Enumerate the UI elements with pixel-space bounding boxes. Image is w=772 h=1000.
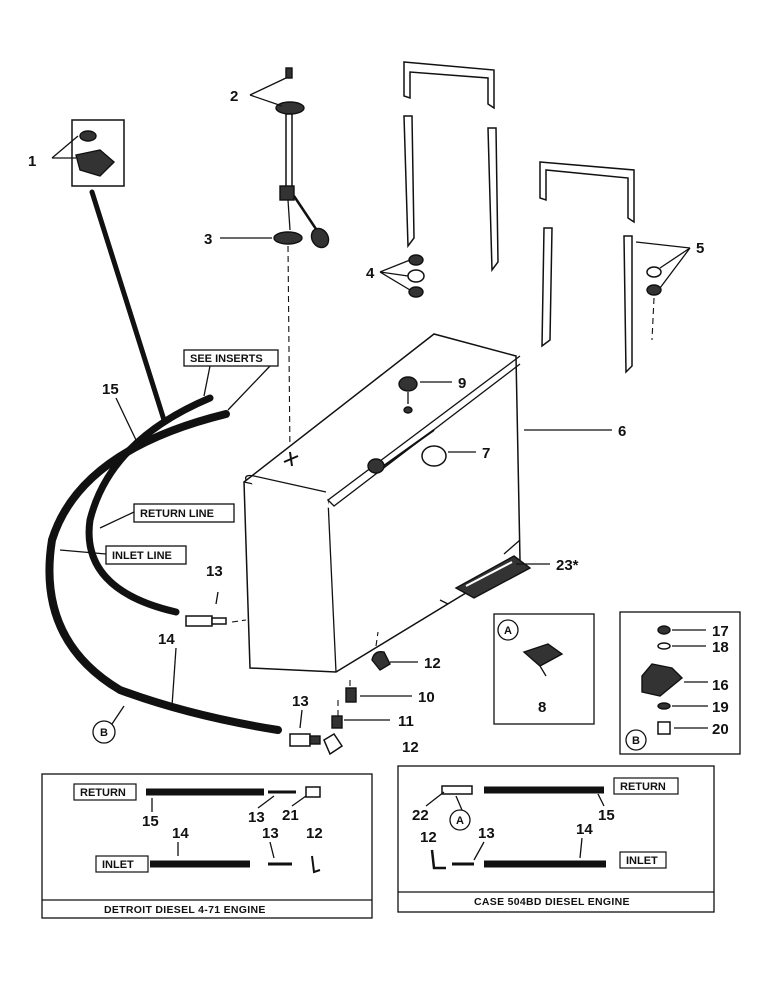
detroit-return-label: RETURN — [80, 787, 126, 799]
insert-b-panel: 17 18 16 19 20 B — [619, 611, 741, 755]
leader-2 — [249, 77, 287, 107]
callout-8: 8 — [538, 699, 546, 716]
callout-4: 4 — [366, 265, 375, 282]
svg-text:13: 13 — [478, 825, 495, 842]
part-9-vent-cap — [398, 376, 418, 414]
part-12-elbow-lower — [323, 732, 344, 756]
svg-text:INLET LINE: INLET LINE — [112, 550, 172, 562]
svg-text:SEE INSERTS: SEE INSERTS — [190, 353, 263, 365]
part-4-nuts — [407, 254, 425, 298]
insert-b-ref: B — [632, 735, 640, 747]
return-line-label: RETURN LINE — [99, 503, 235, 529]
svg-text:15: 15 — [598, 807, 615, 824]
svg-text:13: 13 — [262, 825, 279, 842]
callout-1: 1 — [28, 153, 36, 170]
svg-text:12: 12 — [420, 829, 437, 846]
svg-text:18: 18 — [712, 639, 729, 656]
callout-3: 3 — [204, 231, 212, 248]
callout-7: 7 — [482, 445, 490, 462]
svg-text:17: 17 — [712, 623, 729, 640]
part-6-fuel-tank — [243, 333, 521, 673]
callout-2: 2 — [230, 88, 238, 105]
tank-strap-right — [539, 161, 635, 374]
callout-13a: 13 — [206, 563, 223, 580]
tank-strap-left — [403, 61, 499, 273]
part-15-return-hose — [85, 394, 214, 616]
svg-text:20: 20 — [712, 721, 729, 738]
callout-12b: 12 — [402, 739, 419, 756]
part-2-sending-unit — [275, 67, 330, 249]
callout-6: 6 — [618, 423, 626, 440]
insert-a-ref: A — [504, 625, 512, 637]
part-5-nuts — [646, 266, 662, 296]
case-return-label: RETURN — [620, 781, 666, 793]
case-diesel-panel: CASE 504BD DIESEL ENGINE RETURN 22 A 15 … — [397, 765, 715, 913]
callout-10: 10 — [418, 689, 435, 706]
detroit-inlet-label: INLET — [102, 859, 134, 871]
part-3-gasket — [273, 231, 303, 245]
part-1-clip-box — [51, 119, 125, 187]
detroit-diesel-panel: DETROIT DIESEL 4-71 ENGINE RETURN 15 13 … — [41, 773, 373, 919]
callout-23: 23* — [556, 557, 579, 574]
case-inlet-label: INLET — [626, 855, 658, 867]
callout-11: 11 — [398, 713, 414, 730]
part-11-plug — [331, 715, 343, 729]
callout-12a: 12 — [424, 655, 441, 672]
case-ref-a: A — [456, 815, 464, 827]
callout-9: 9 — [458, 375, 466, 392]
svg-text:RETURN LINE: RETURN LINE — [140, 508, 214, 520]
part-13-connector-upper — [185, 615, 227, 627]
ref-b-circle: B — [92, 705, 125, 744]
part-12-elbow-upper — [371, 650, 391, 671]
detroit-caption: DETROIT DIESEL 4-71 ENGINE — [104, 904, 266, 916]
part-7-fuel-gauge — [367, 429, 447, 474]
svg-text:21: 21 — [282, 807, 299, 824]
svg-text:14: 14 — [172, 825, 189, 842]
callout-5: 5 — [696, 240, 704, 257]
svg-text:16: 16 — [712, 677, 729, 694]
insert-a-panel: A 8 — [493, 613, 595, 725]
svg-text:14: 14 — [576, 821, 593, 838]
callout-14: 14 — [158, 631, 175, 648]
svg-text:12: 12 — [306, 825, 323, 842]
callout-13b: 13 — [292, 693, 309, 710]
part-23-pad — [454, 555, 532, 599]
see-inserts-label: SEE INSERTS — [183, 349, 279, 411]
part-14-inlet-hose — [45, 410, 282, 734]
inlet-line-label: INLET LINE — [59, 545, 187, 565]
svg-text:B: B — [100, 727, 108, 739]
hose-from-part-1 — [89, 189, 167, 423]
svg-text:15: 15 — [142, 813, 159, 830]
callout-15: 15 — [102, 381, 119, 398]
case-caption: CASE 504BD DIESEL ENGINE — [474, 896, 630, 908]
svg-text:22: 22 — [412, 807, 429, 824]
svg-text:19: 19 — [712, 699, 729, 716]
part-13-connector-lower — [289, 733, 321, 747]
part-10-fitting — [345, 687, 357, 703]
fill-neck-marker — [283, 451, 299, 467]
svg-text:13: 13 — [248, 809, 265, 826]
